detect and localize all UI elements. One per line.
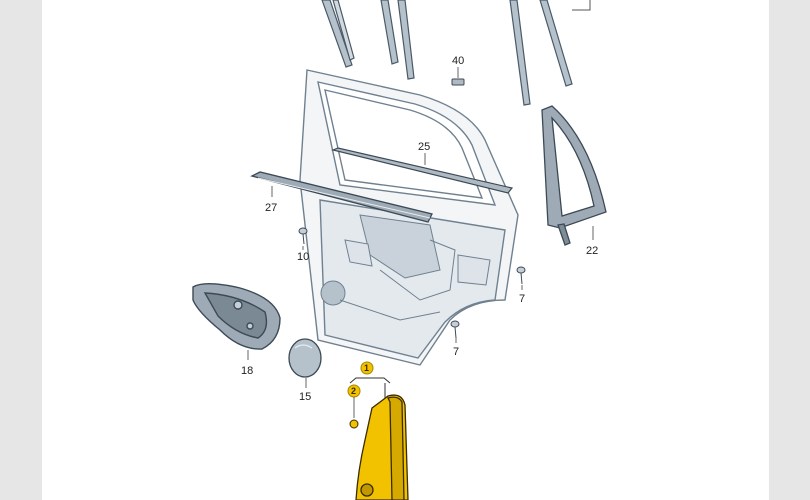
door-inner-panel: [320, 214, 491, 321]
callout-2: 2: [351, 386, 356, 396]
callout-15: 15: [299, 391, 311, 403]
callout-1-badge: 1: [360, 361, 374, 375]
leader-bracket-1: [349, 377, 391, 384]
callout-40: 40: [452, 55, 464, 67]
callout-18: 18: [241, 365, 253, 377]
part-22-quarter-window: [541, 105, 607, 246]
callout-27: 27: [265, 202, 277, 214]
part-40-clip: [451, 78, 465, 86]
callout-7-lower: 7: [453, 346, 459, 358]
part-15-cap: [288, 338, 322, 378]
part-27-moulding: [250, 171, 433, 223]
callout-22: 22: [586, 245, 598, 257]
callout-7-upper: 7: [519, 293, 525, 305]
leader-lines: [247, 67, 594, 388]
callout-2-badge: 2: [347, 384, 361, 398]
part-18-mirror-base: [192, 283, 281, 350]
screw-7b: [450, 320, 460, 339]
callout-1: 1: [364, 363, 369, 373]
leader-line-top-right: [572, 0, 591, 11]
callout-10: 10: [297, 251, 309, 263]
screw-10: [298, 227, 308, 245]
screw-7a: [516, 266, 526, 285]
moulding-highlight: [257, 177, 431, 219]
part-2-nut: [349, 419, 359, 429]
part-1-window-regulator: [355, 394, 409, 500]
callout-25: 25: [418, 141, 430, 153]
part-25-seal: [331, 147, 514, 194]
window-guide-rails: [321, 0, 573, 106]
